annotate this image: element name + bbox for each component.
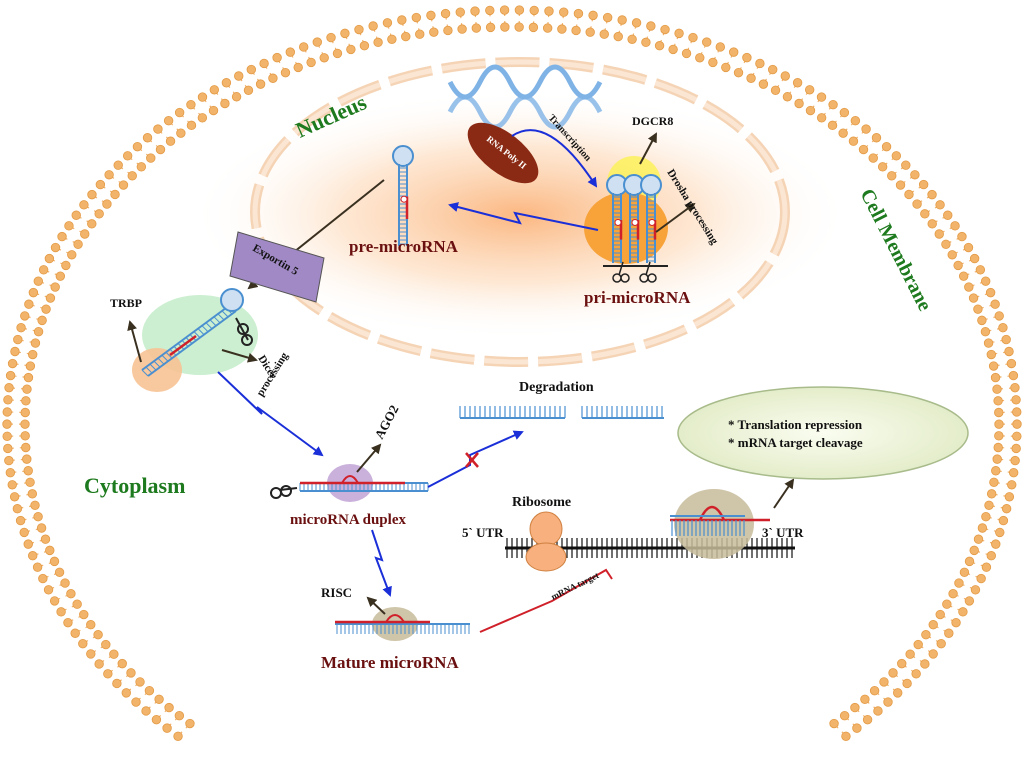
degraded-strand — [459, 406, 664, 419]
dgcr8-label: DGCR8 — [632, 114, 673, 128]
drosha-to-pre-arrow — [448, 202, 599, 231]
cell-membrane-label: Cell Membrane — [856, 185, 936, 314]
degradation-label: Degradation — [519, 380, 594, 395]
mrna-strand — [505, 538, 795, 558]
dgcr8-pointer — [639, 132, 657, 165]
trbp-label: TRBP — [110, 296, 142, 310]
nucleus — [190, 57, 850, 367]
dna-helix-icon — [447, 64, 603, 130]
outcome-pointer — [773, 478, 795, 509]
ribosome-label: Ribosome — [512, 495, 571, 510]
microrna-duplex — [270, 464, 429, 502]
cytoplasm-label: Cytoplasm — [84, 473, 185, 498]
outcome-oval: * Translation repression * mRNA target c… — [677, 386, 969, 480]
pre-microrna-label: pre-microRNA — [349, 237, 459, 256]
mrna-target-connector — [479, 568, 613, 633]
drosha-pointer — [655, 202, 696, 233]
dicer-pointer — [221, 349, 258, 363]
blocked-x-icon — [465, 452, 479, 468]
duplex-label: microRNA duplex — [290, 512, 406, 528]
risc-complex — [335, 607, 470, 641]
exportin-5-channel: Exportin 5 — [229, 231, 325, 303]
risc-pointer — [366, 596, 386, 615]
pri-microrna-label: pri-microRNA — [584, 288, 691, 307]
pre-microrna-hairpin — [392, 145, 414, 246]
trbp-pointer — [127, 320, 142, 363]
utr3-label: 3` UTR — [762, 525, 804, 540]
pri-microrna-complex — [584, 156, 668, 283]
cell-membrane — [2, 5, 1022, 741]
mrna-target-label: mRNA target — [549, 570, 600, 602]
dicer-to-duplex-arrow — [217, 371, 324, 457]
to-degradation-arrow — [427, 430, 524, 488]
dicer-complex — [132, 288, 258, 392]
ago2-pointer — [356, 443, 382, 473]
outcome-mrna-cleavage: * mRNA target cleavage — [728, 435, 863, 450]
outcome-translation-repression: * Translation repression — [728, 417, 863, 432]
ribosome-icon — [525, 511, 567, 572]
scissors-icon — [270, 485, 298, 499]
utr5-label: 5` UTR — [462, 525, 504, 540]
ago2-label: AGO2 — [371, 402, 401, 441]
scissors-icon — [235, 317, 253, 346]
duplex-to-risc-arrow — [371, 529, 392, 597]
bound-mirna-complex — [670, 489, 770, 559]
risc-label: RISC — [321, 585, 352, 600]
transcription-arrow — [511, 129, 598, 188]
mature-microrna-label: Mature microRNA — [321, 653, 459, 672]
